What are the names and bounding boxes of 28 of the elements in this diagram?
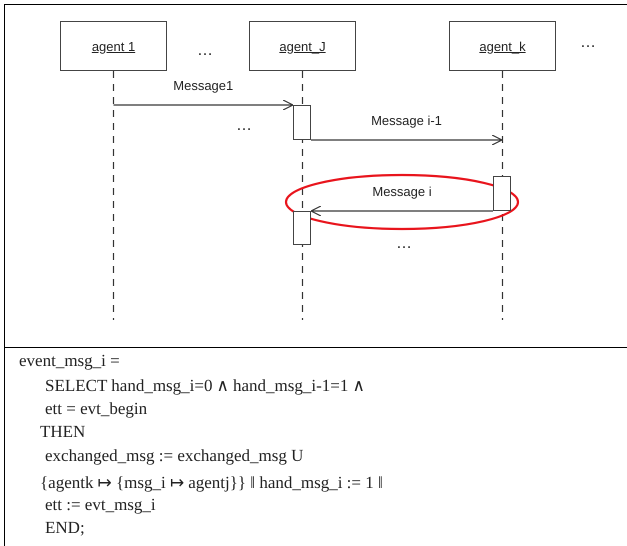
lifeline-head-box (60, 21, 167, 71)
message-arrow (114, 99, 294, 111)
ellipsis: … (396, 235, 412, 253)
message-arrow (311, 134, 503, 146)
code-line: {agentk ↦ {msg_i ↦ agentj}} ‖ hand_msg_i := 1 ‖ (40, 472, 383, 493)
agent-name: agent 1 (92, 38, 136, 54)
code-line: ett := evt_msg_i (45, 495, 156, 515)
message-arrow (310, 205, 493, 217)
edge-label: Message i (370, 184, 434, 199)
edge-label: Message i-1 (369, 113, 444, 128)
code-line: END; (45, 518, 85, 538)
agent-name: agent_k (479, 38, 526, 54)
code-line: ett = evt_begin (45, 399, 148, 419)
edge-label: Message1 (171, 78, 236, 93)
activation-bar (493, 176, 511, 211)
code-line: exchanged_msg := exchanged_msg U (45, 446, 304, 466)
code-line: SELECT hand_msg_i=0 ∧ hand_msg_i-1=1 ∧ (45, 375, 365, 396)
code-line: event_msg_i = (19, 351, 120, 371)
activation-bar (293, 211, 311, 245)
lifeline-head-box (449, 21, 556, 71)
agent-name: agent_J (279, 38, 326, 54)
lifeline-head-box (249, 21, 356, 71)
lifeline (112, 71, 114, 320)
ellipsis: … (580, 34, 596, 52)
activation-bar (293, 105, 311, 140)
ellipsis: … (197, 42, 213, 60)
ellipsis: … (236, 117, 252, 135)
code-line: THEN (40, 422, 86, 442)
